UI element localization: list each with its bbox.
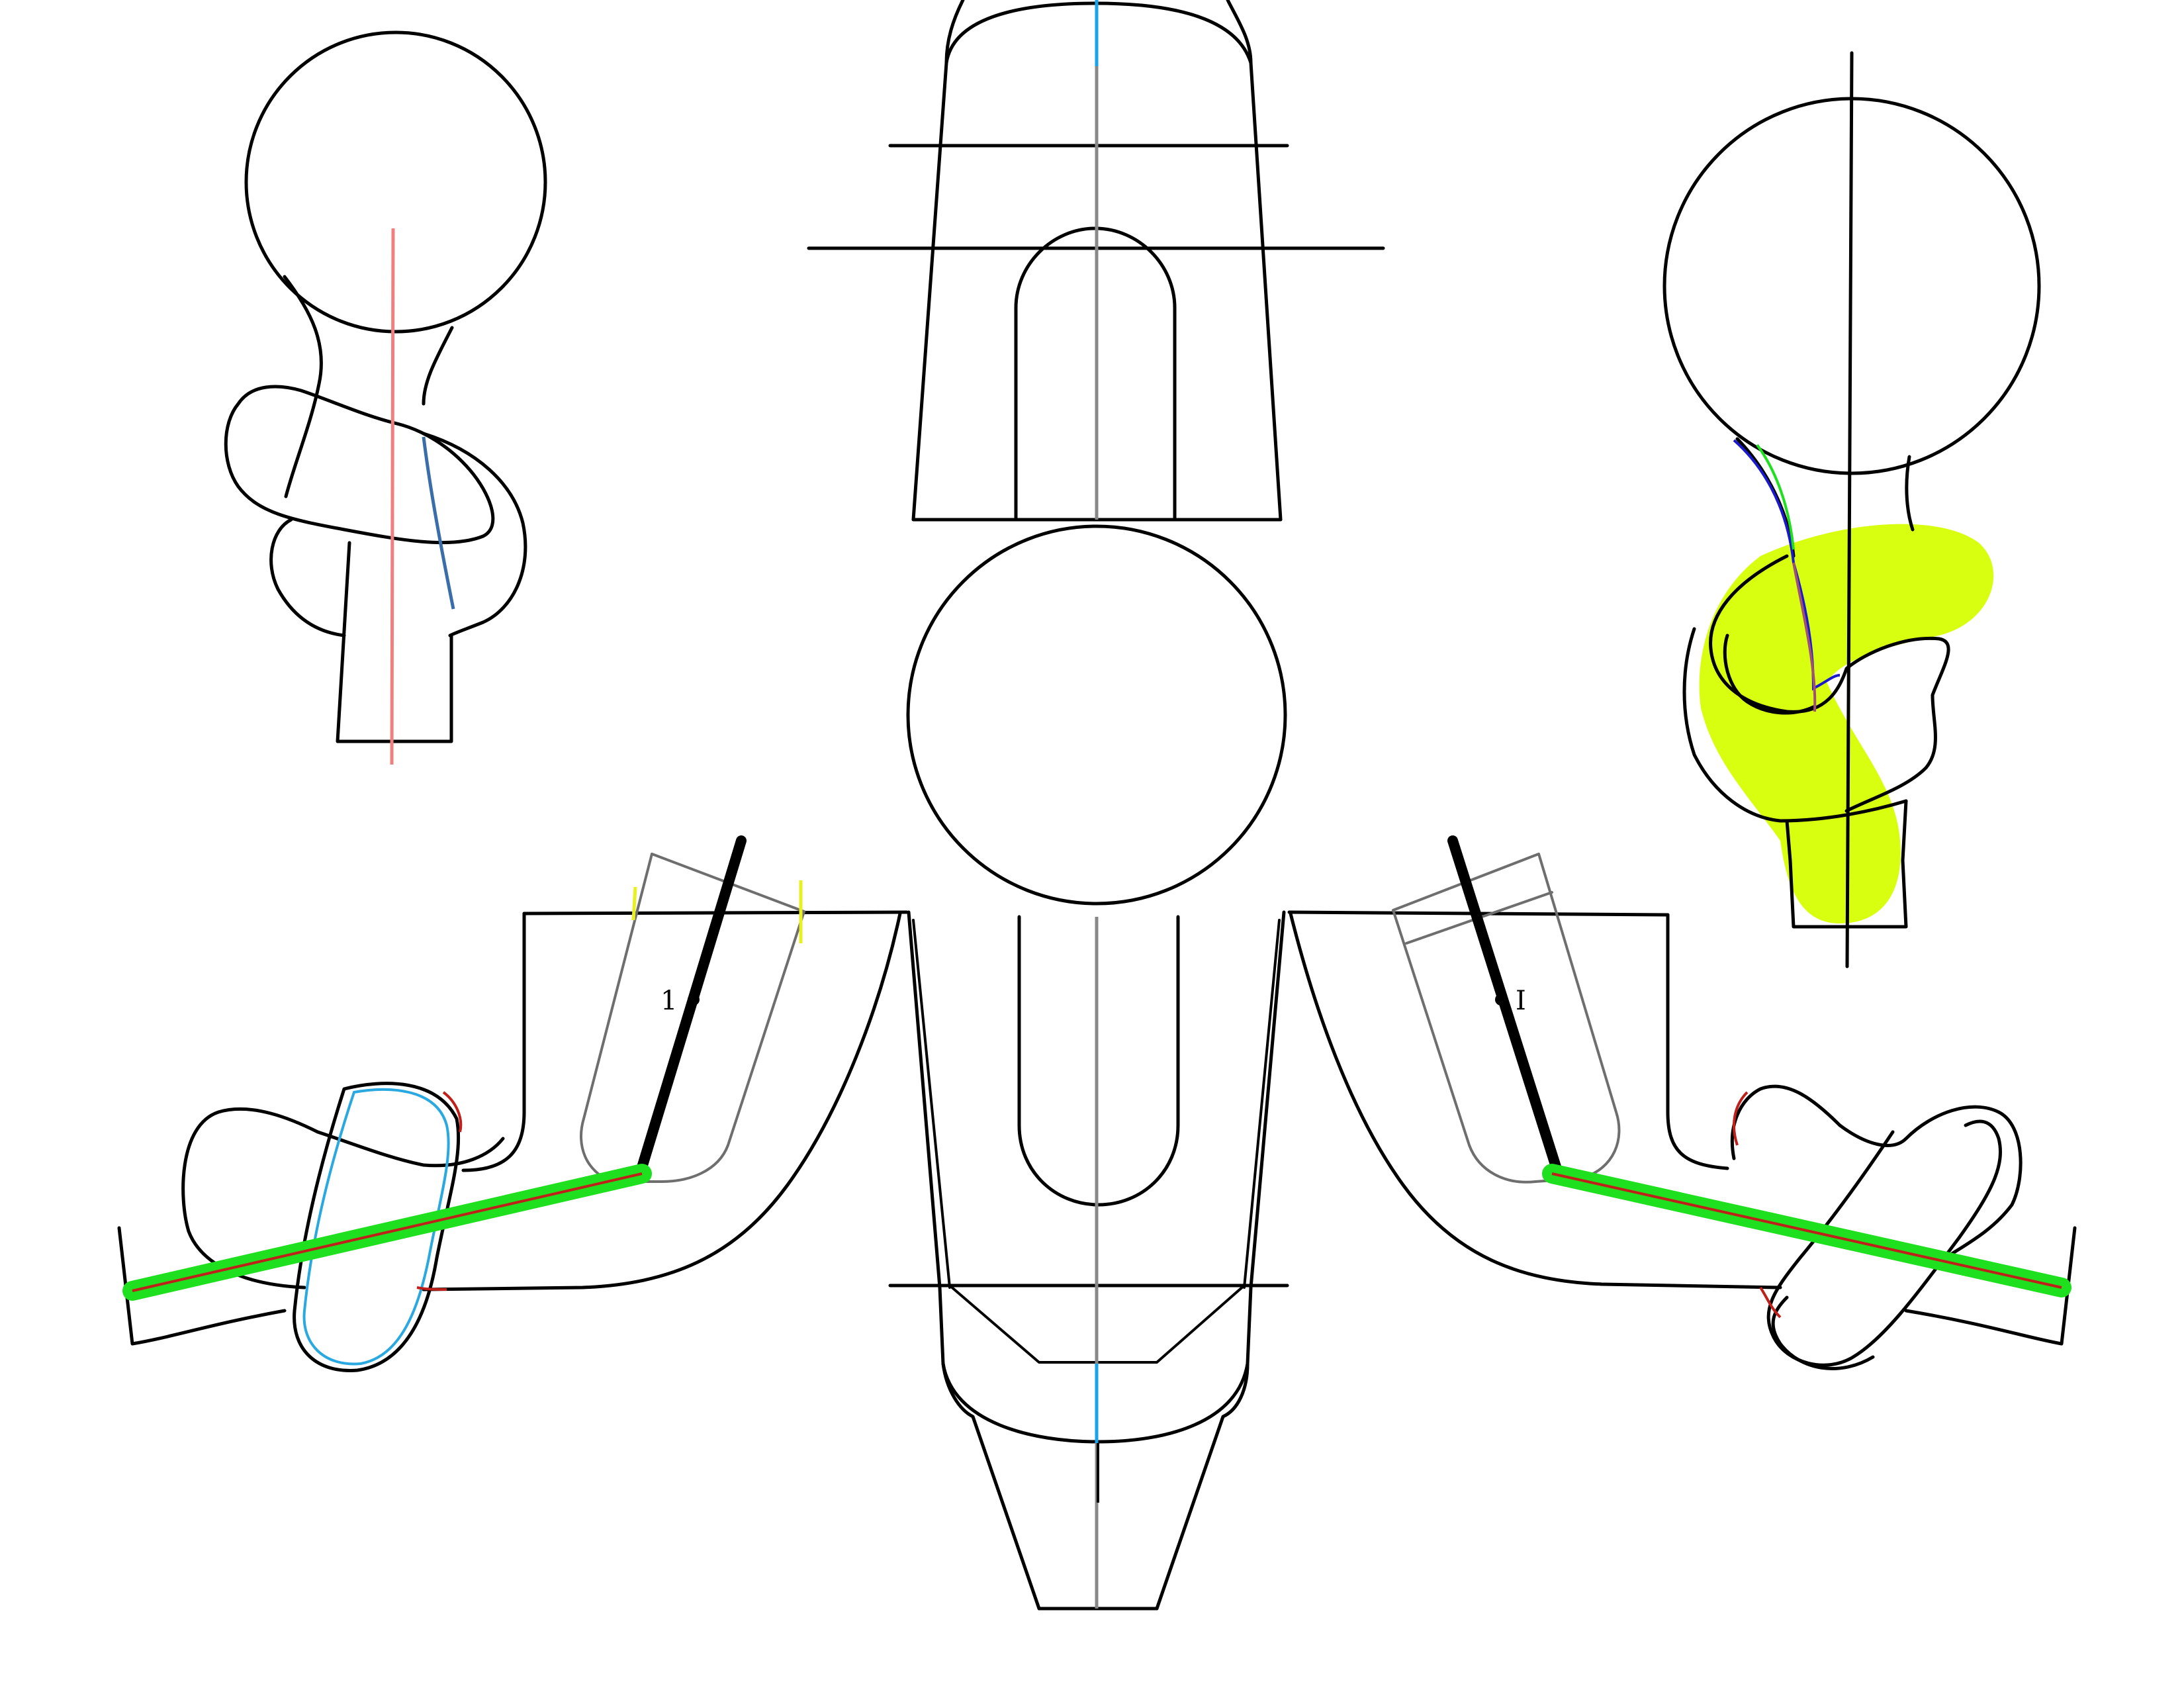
right-cross-strap (1766, 1119, 2002, 1367)
top-left-blue-curve (422, 436, 455, 610)
top-left-center-axis (390, 228, 395, 765)
top-right-blue-curve (1733, 439, 1841, 691)
left-reference-arm (580, 853, 805, 1183)
top-left-tube (336, 541, 453, 743)
right-red-axis (1551, 1172, 2062, 1289)
left-black-marker-line (635, 835, 747, 1177)
right-red-edge-top (1733, 1091, 1749, 1146)
right-red-edge-bottom (1759, 1286, 1782, 1319)
top-left-neck-left (283, 275, 323, 498)
right-black-marker-line (1447, 835, 1564, 1180)
left-marker-label: 1 (660, 986, 677, 1016)
center-body (522, 0, 1670, 1611)
top-right-loop (1709, 554, 1950, 813)
left-red-edge-bottom (416, 1286, 447, 1291)
right-lower-loop (1771, 1295, 1875, 1370)
left-red-edge-top (442, 1091, 463, 1133)
top-right-tube (1785, 799, 1908, 929)
left-arm: 1 (117, 835, 902, 1372)
right-hand-shape (1730, 1084, 2023, 1260)
lower-u-shape (1017, 915, 1180, 1207)
top-right-mauve-curve (1792, 562, 1817, 712)
top-cap-arc (944, 1, 1253, 65)
top-right-figure (1662, 51, 2041, 968)
top-right-neck-right (1905, 455, 1915, 532)
right-forearm-end (1904, 1226, 2077, 1346)
right-marker-dot (1495, 994, 1507, 1006)
left-hand-shape (181, 1107, 505, 1289)
right-marker-label: I (1516, 986, 1526, 1016)
top-right-yellow-highlight (1699, 524, 1994, 923)
lower-body-inner-right (1243, 919, 1281, 1289)
lower-bowl-arc (941, 1362, 1250, 1444)
right-arm-outline (1289, 912, 1782, 1289)
left-yellow-tick-1 (631, 886, 637, 921)
left-marker-dot (688, 994, 700, 1006)
top-right-green-curve (1756, 444, 1795, 550)
lower-body-inner-left (912, 919, 951, 1289)
top-right-inner-loop (1723, 633, 1815, 715)
right-reference-arm (1392, 853, 1621, 1184)
top-left-neck-right (422, 326, 454, 406)
top-left-loop-lower (269, 432, 527, 637)
left-arm-outline (422, 912, 902, 1291)
right-arm: I (1289, 835, 2077, 1370)
top-left-head-circle (244, 30, 547, 334)
left-red-axis (132, 1172, 643, 1292)
center-head-circle (906, 524, 1287, 906)
left-forearm-end (117, 1226, 287, 1346)
top-left-figure (224, 30, 547, 765)
top-left-loop-upper (224, 385, 495, 545)
top-right-lower-body (1682, 627, 1908, 823)
